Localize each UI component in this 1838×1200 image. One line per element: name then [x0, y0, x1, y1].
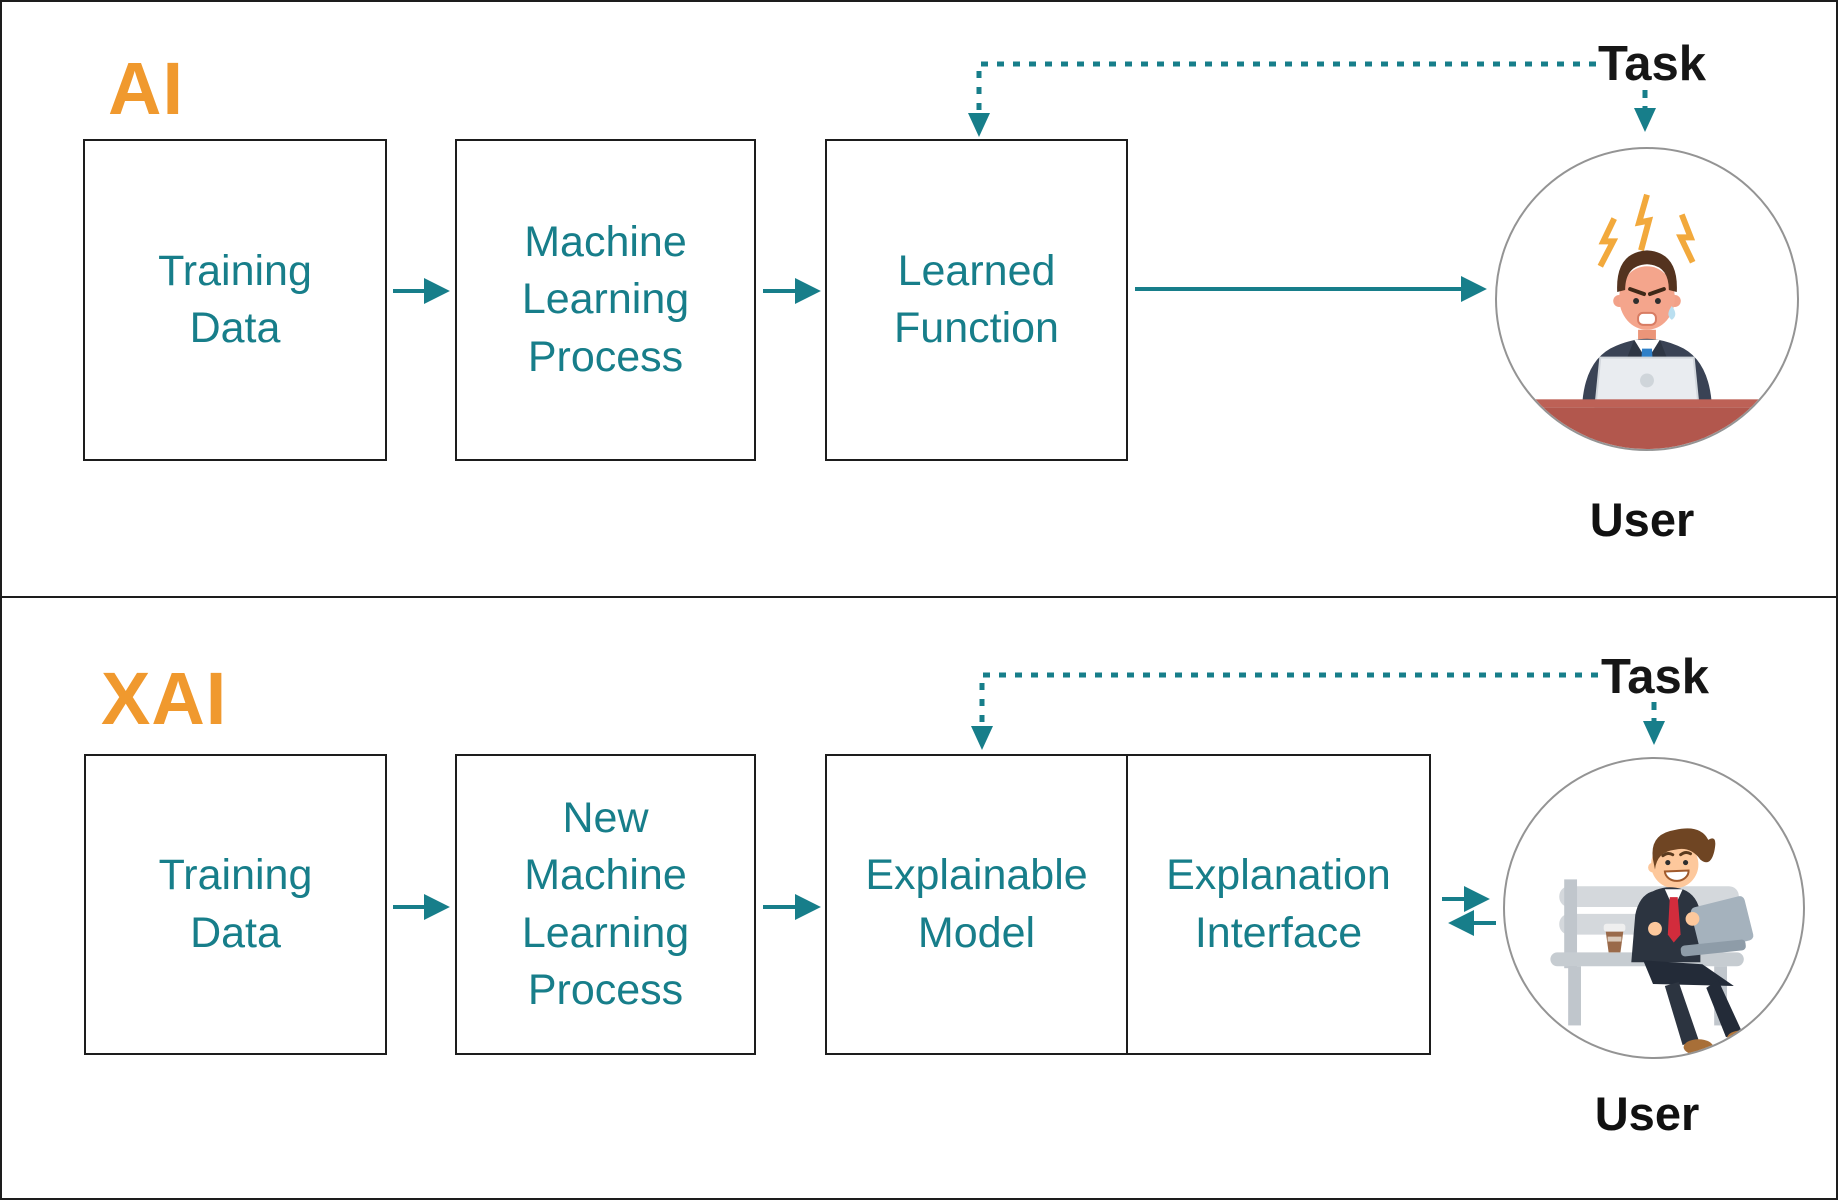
happy-user-on-bench-icon — [1550, 828, 1757, 1056]
machine-learning-process-label: Machine Learning Process — [521, 218, 690, 381]
desk — [1497, 399, 1797, 449]
laptop-icon — [1680, 896, 1754, 957]
user-label-ai: User — [1589, 493, 1695, 546]
arrowhead-task-to-explainablemodel — [971, 726, 993, 750]
frustrated-user-at-desk-icon — [1497, 193, 1797, 449]
arrowhead-task-to-user-ai — [1634, 108, 1656, 132]
training-data-box-xai: Training Data — [84, 754, 387, 1055]
training-data-label-xai: Training Data — [158, 851, 313, 957]
training-data-label-ai: Training Data — [158, 246, 312, 352]
xai-panel-title: XAI — [101, 657, 228, 740]
happy-man — [1631, 828, 1757, 1056]
lightning-bolts-icon — [1597, 193, 1696, 268]
user-label-xai: User — [1594, 1087, 1700, 1140]
ai-panel-title: AI — [108, 47, 184, 130]
learned-function-box: Learned Function — [825, 139, 1128, 461]
explanation-interface-box: Explanation Interface — [1126, 754, 1431, 1055]
frustrated-face — [1613, 250, 1681, 346]
arrowhead-task-to-user-xai — [1643, 721, 1665, 745]
explanation-interface-label: Explanation Interface — [1166, 851, 1391, 957]
panel-divider — [2, 596, 1836, 598]
arrowhead-task-to-learnedfunction — [968, 113, 990, 137]
training-data-box-ai: Training Data — [83, 139, 387, 461]
machine-learning-process-box: Machine Learning Process — [455, 139, 756, 461]
task-label-ai: Task — [1597, 37, 1707, 91]
explainable-model-box: Explainable Model — [825, 754, 1128, 1055]
happy-user-illustration — [1503, 757, 1805, 1059]
learned-function-label: Learned Function — [894, 246, 1059, 352]
explainable-model-label: Explainable Model — [865, 851, 1088, 957]
dotted-task-line-ai — [976, 61, 1596, 124]
dotted-task-line-xai — [979, 672, 1598, 735]
task-label-xai: Task — [1600, 650, 1710, 704]
frustrated-user-illustration — [1495, 147, 1799, 451]
laptop-icon — [1594, 356, 1700, 409]
coffee-cup-icon — [1603, 923, 1626, 953]
new-machine-learning-process-label: New Machine Learning Process — [521, 794, 690, 1014]
new-machine-learning-process-box: New Machine Learning Process — [455, 754, 756, 1055]
